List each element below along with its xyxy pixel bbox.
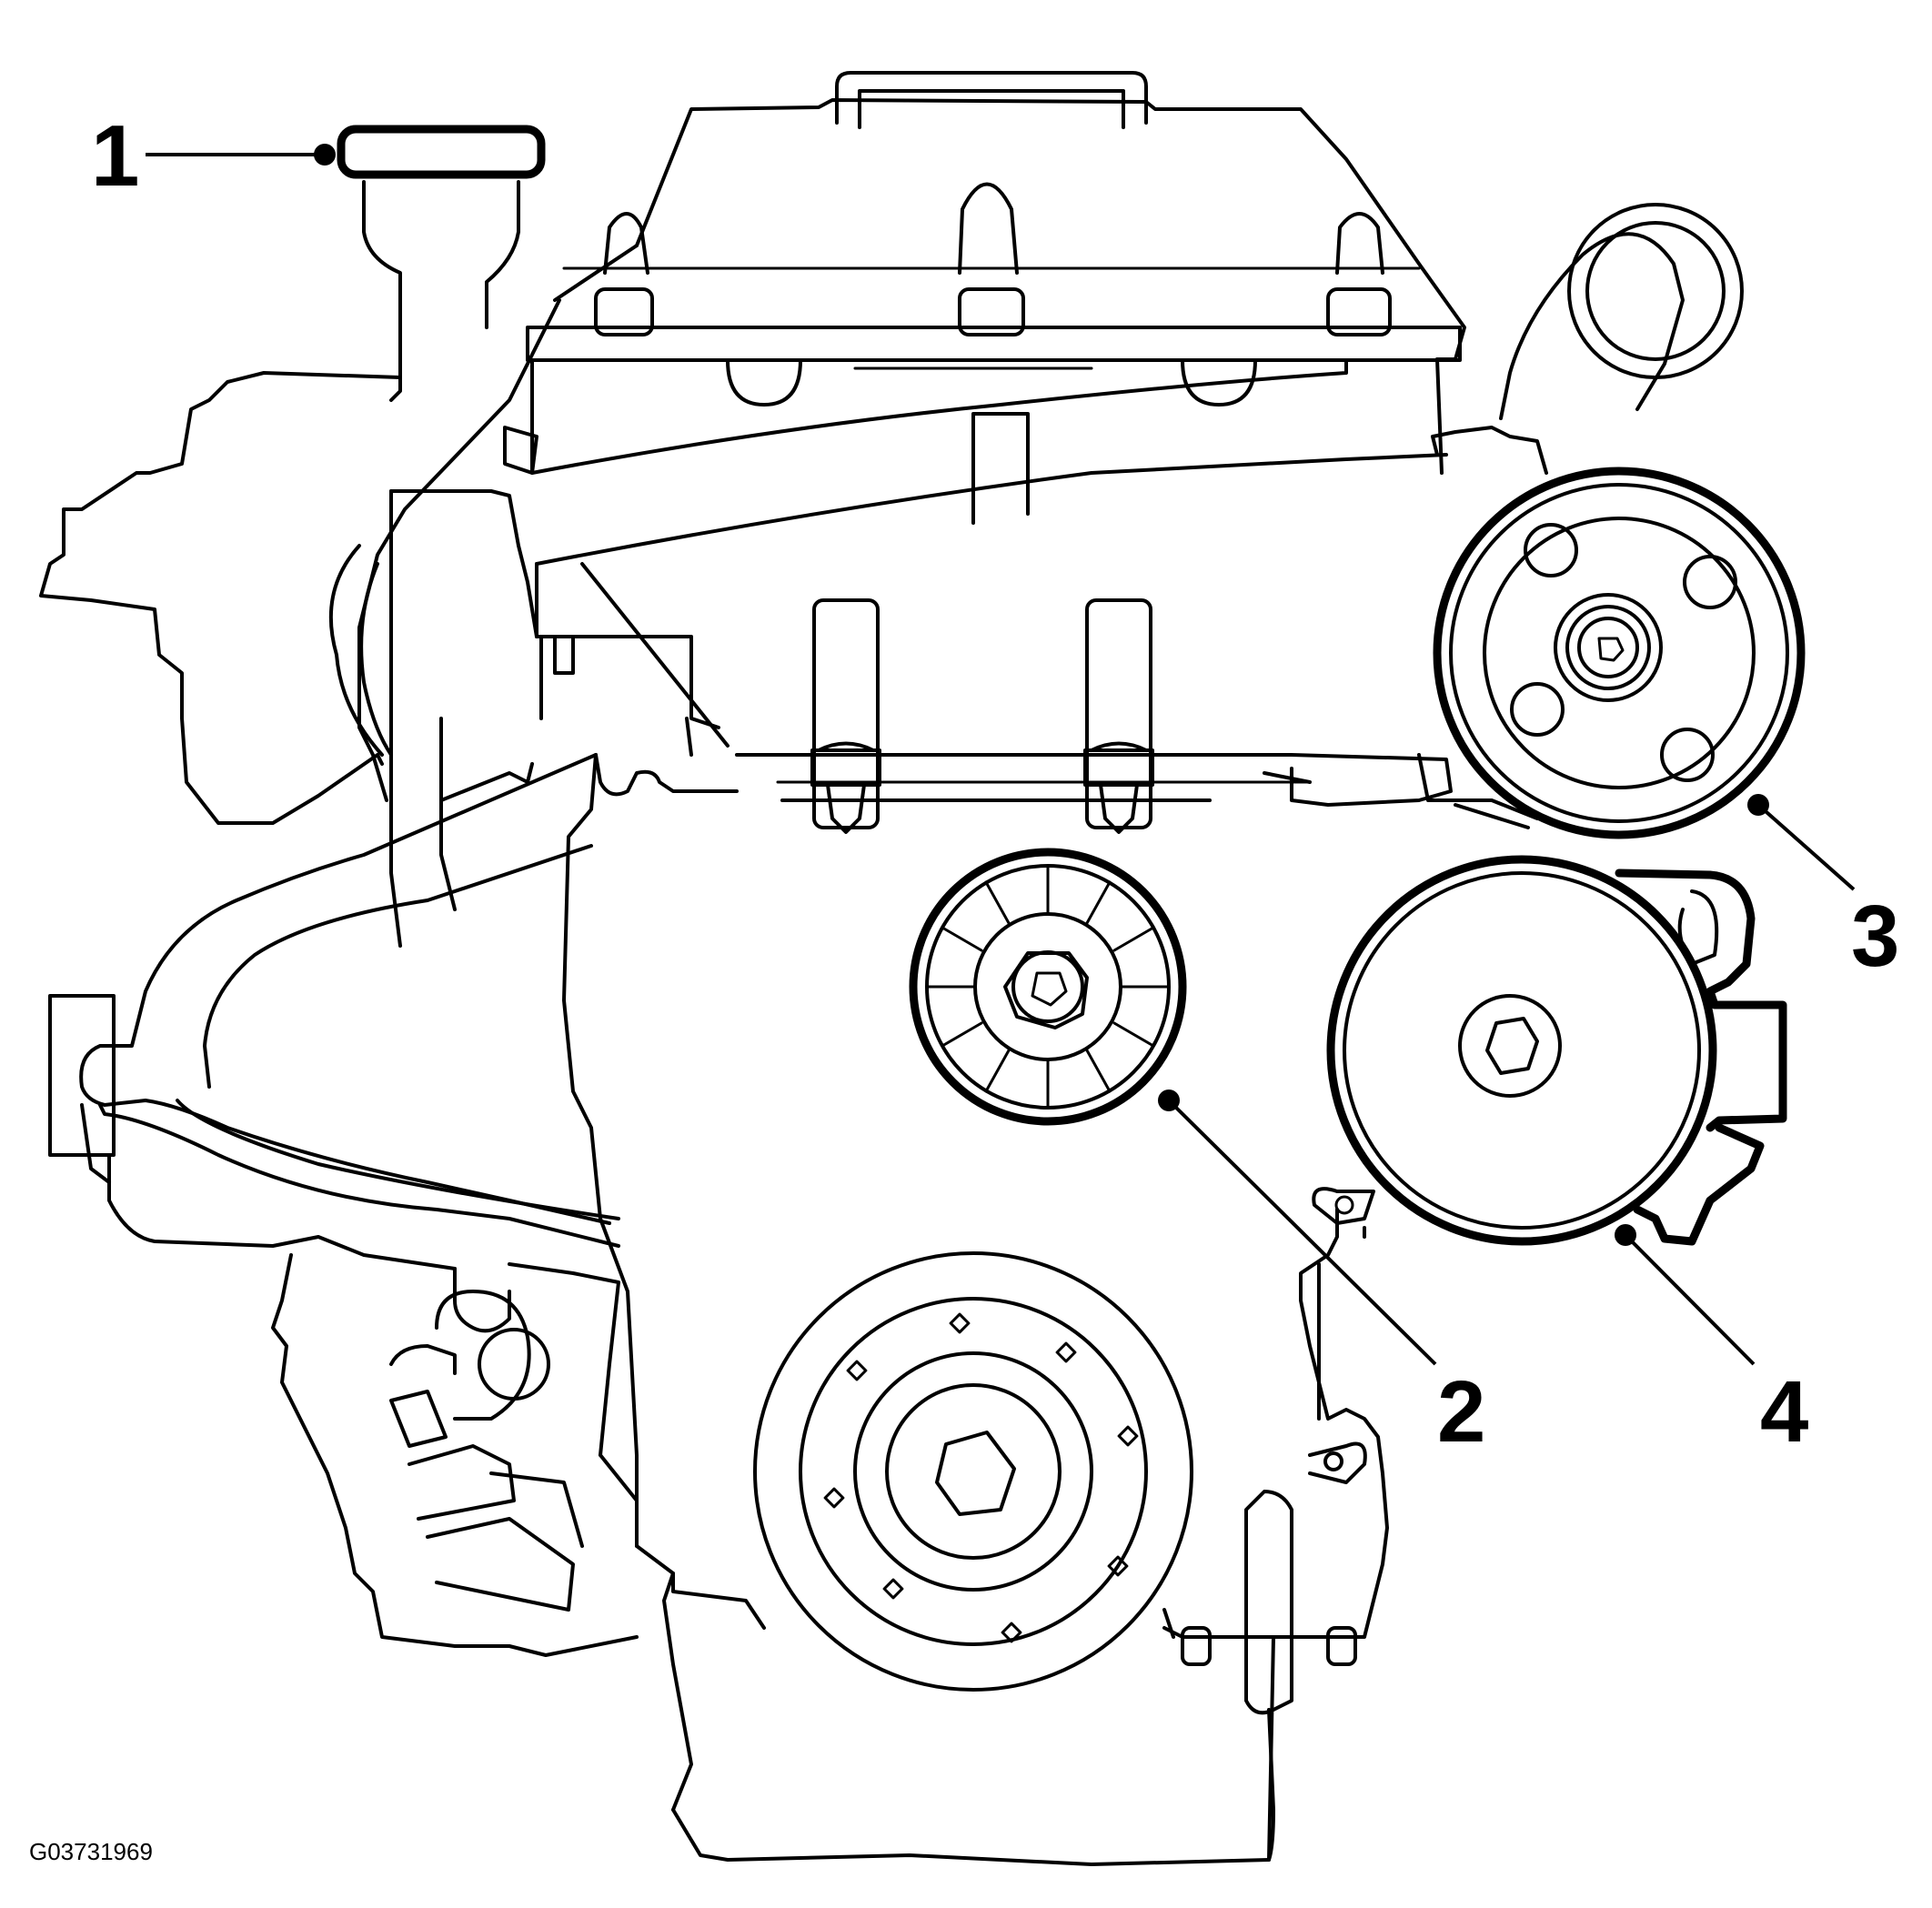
valve-cover (526, 71, 1466, 566)
intake-pipe (48, 753, 620, 1270)
idler-ribs (925, 864, 1171, 1110)
callout-2-label: 2 (1437, 1363, 1485, 1461)
callout-3: 3 (1747, 794, 1899, 985)
starter-housing (271, 1253, 639, 1657)
oil-filler-cap (337, 125, 546, 402)
crank-bolt-holes (823, 1312, 1139, 1643)
callout-2: 2 (1158, 1090, 1485, 1461)
crankshaft-pulley (753, 1251, 1193, 1692)
ac-compressor-pulley (1417, 203, 1806, 839)
callout-1-label: 1 (91, 107, 139, 205)
intake-housing (39, 298, 730, 948)
timing-cover (562, 598, 1453, 1866)
callout-1: 1 (91, 107, 336, 205)
figure-id: G03731969 (29, 1838, 153, 1865)
callout-3-label: 3 (1851, 888, 1899, 985)
power-steering-pump-pulley (1312, 855, 1787, 1246)
callout-4-label: 4 (1760, 1363, 1808, 1461)
callout-4: 4 (1615, 1224, 1808, 1461)
idler-pulley (909, 848, 1187, 1126)
